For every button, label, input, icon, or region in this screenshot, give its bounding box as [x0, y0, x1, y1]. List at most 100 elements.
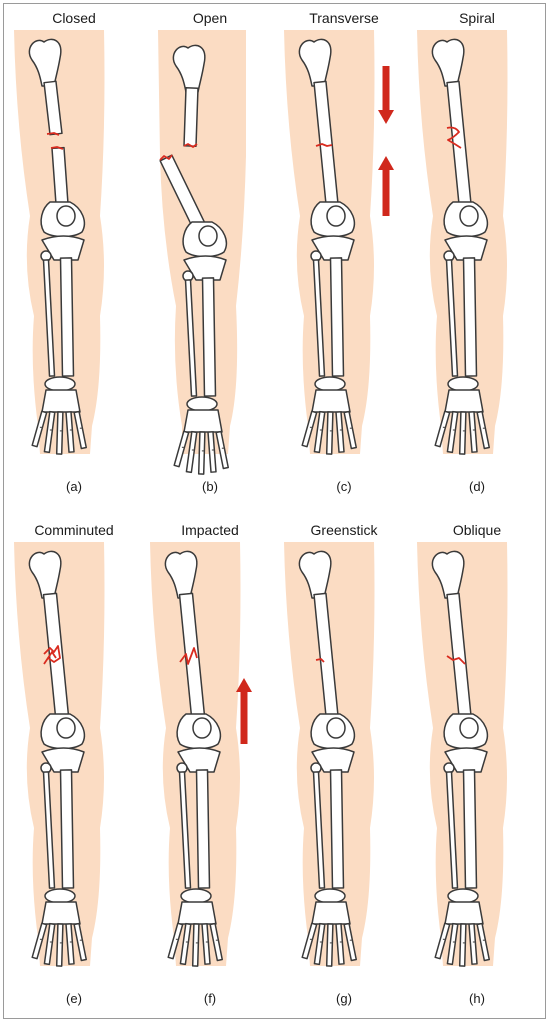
- compression-arrow-down-shaft: [382, 66, 390, 112]
- tarsals: [177, 901, 217, 925]
- toe-bone: [476, 922, 491, 962]
- toe-bone: [207, 431, 217, 473]
- ankle-bones: [447, 888, 479, 904]
- toe-bone: [179, 922, 192, 966]
- tibial-plateau: [444, 747, 488, 773]
- fibula: [312, 771, 326, 889]
- toe-bone: [173, 430, 190, 468]
- toe-bone: [458, 923, 467, 967]
- leg-illustration-oblique: [417, 542, 508, 967]
- tibia: [462, 257, 478, 377]
- fracture-line: [43, 645, 61, 665]
- fracture-line: [179, 647, 198, 665]
- fibula: [178, 771, 192, 889]
- tibial-plateau: [41, 747, 85, 773]
- leg-illustration-transverse: [284, 30, 394, 455]
- tibia: [329, 257, 345, 377]
- tarsals: [41, 389, 81, 413]
- tarsals: [41, 901, 81, 925]
- fibula: [42, 259, 56, 377]
- fibula: [184, 279, 198, 397]
- ankle-bones: [314, 888, 346, 904]
- panel-spiral: Spiral (d): [409, 6, 545, 506]
- tarsals: [311, 901, 351, 925]
- toe-bone: [343, 922, 358, 962]
- toe-bone: [55, 411, 64, 455]
- panel-title: Open: [192, 10, 228, 26]
- fibula: [312, 259, 326, 377]
- ankle-bones: [44, 376, 76, 392]
- panel-letter: (g): [336, 991, 352, 1006]
- ankle-bones: [44, 888, 76, 904]
- toe-bone: [197, 431, 206, 475]
- panel-title: Transverse: [309, 10, 379, 26]
- panel-letter: (h): [469, 991, 485, 1006]
- fibula: [445, 771, 459, 889]
- toe-bone: [434, 922, 451, 960]
- femur-upper-fragment: [183, 87, 199, 147]
- leg-illustration-open: [158, 30, 246, 475]
- tibial-plateau: [183, 255, 227, 281]
- toe-bone: [458, 411, 467, 455]
- panel-title: Closed: [52, 10, 96, 26]
- femur-head: [28, 38, 62, 87]
- patella: [326, 717, 346, 739]
- tibia: [462, 769, 478, 889]
- toe-bone: [335, 923, 345, 965]
- tarsals: [444, 389, 484, 413]
- toe-bone: [73, 922, 88, 962]
- panel-letter: (b): [202, 479, 218, 494]
- femur-head: [431, 550, 465, 599]
- panel-comminuted: Comminuted (e): [6, 518, 142, 1018]
- toe-bone: [335, 411, 345, 453]
- toe-bone: [215, 430, 230, 470]
- panel-open: Open (b): [142, 6, 278, 506]
- toe-bone: [201, 923, 211, 965]
- panel-greenstick: Greenstick (g): [276, 518, 412, 1018]
- panel-letter: (d): [469, 479, 485, 494]
- femur-upper-fragment: [43, 80, 63, 136]
- femur-head: [164, 550, 198, 599]
- toe-bone: [343, 410, 358, 450]
- panel-letter: (c): [336, 479, 352, 494]
- fracture-line: [315, 143, 333, 147]
- fibula: [42, 771, 56, 889]
- patella: [192, 717, 212, 739]
- toe-bone: [325, 411, 334, 455]
- patella: [56, 717, 76, 739]
- fracture-line: [50, 146, 64, 150]
- toe-bone: [43, 922, 56, 966]
- leg-illustration-impacted: [150, 542, 252, 967]
- patella: [198, 225, 218, 247]
- tarsals: [444, 901, 484, 925]
- tarsals: [183, 409, 223, 433]
- tibial-plateau: [41, 235, 85, 261]
- toe-bone: [167, 922, 184, 960]
- tarsals: [311, 389, 351, 413]
- tibial-plateau: [311, 747, 355, 773]
- toe-bone: [191, 923, 200, 967]
- toe-bone: [65, 923, 75, 965]
- fracture-line: [446, 655, 466, 665]
- toe-bone: [73, 410, 88, 450]
- patella: [56, 205, 76, 227]
- figure-frame: Closed (a) Open (b) Transverse (c) Spira…: [3, 3, 546, 1019]
- tibia: [59, 257, 75, 377]
- leg-illustration-spiral: [417, 30, 508, 455]
- toe-bone: [301, 410, 318, 448]
- panel-letter: (a): [66, 479, 82, 494]
- fracture-fragment: [47, 651, 57, 659]
- panel-oblique: Oblique (h): [409, 518, 545, 1018]
- tibia: [195, 769, 211, 889]
- compression-arrow-down-head: [378, 110, 394, 124]
- toe-bone: [313, 410, 326, 454]
- impact-arrow-up-head: [236, 678, 252, 692]
- tibia: [201, 277, 217, 397]
- toe-bone: [468, 411, 478, 453]
- panel-letter: (f): [203, 991, 217, 1006]
- compression-arrow-up-head: [378, 156, 394, 170]
- femur-head: [298, 550, 332, 599]
- panel-title: Impacted: [181, 522, 239, 538]
- impact-arrow-up-shaft: [240, 690, 248, 744]
- patella: [459, 717, 479, 739]
